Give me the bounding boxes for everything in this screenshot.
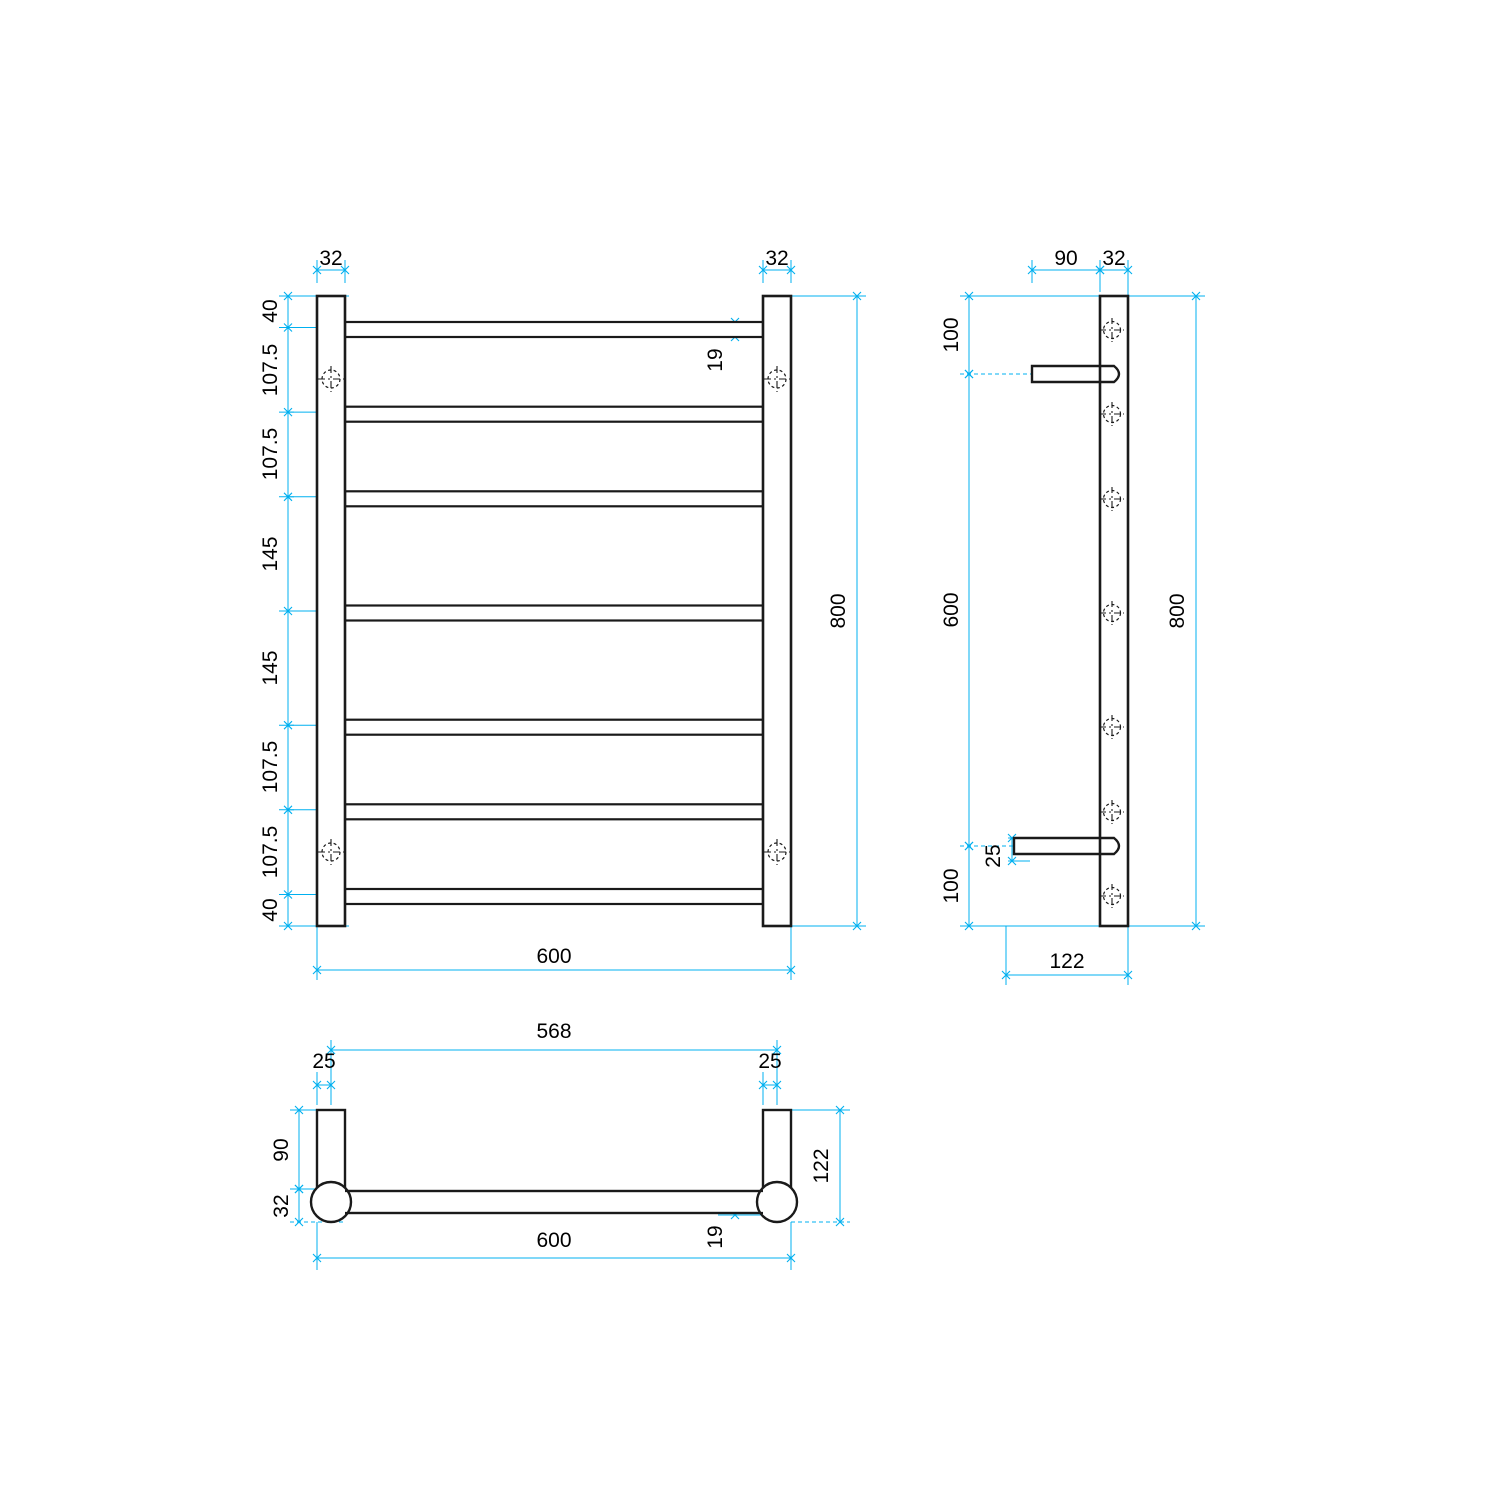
- front-dim-40-bottom: 40: [259, 898, 282, 921]
- front-dim-19: 19: [704, 348, 727, 371]
- side-dim-90: 90: [1054, 247, 1077, 270]
- mount-hole-bottom-right: [764, 839, 790, 865]
- plan-dim-600: 600: [536, 1229, 571, 1252]
- front-dim-32-right: 32: [765, 247, 788, 270]
- rail-4: [343, 604, 765, 622]
- side-elevation-view: 90 32 100 600 25 100 800 122: [940, 247, 1205, 985]
- side-dim-600: 600: [940, 592, 963, 627]
- rail-6: [343, 803, 765, 821]
- mount-hole-top-left: [318, 366, 344, 392]
- side-post: [1098, 294, 1130, 928]
- plan-dimension-text: 568 25 25 90 32 19 122 600: [270, 1020, 833, 1252]
- side-hole-4: [1100, 601, 1124, 625]
- mount-hole-top-right: [764, 366, 790, 392]
- front-mount-holes: [318, 366, 790, 865]
- rail-5: [343, 718, 765, 736]
- front-dim-40-top: 40: [259, 299, 282, 322]
- plan-dim-122: 122: [810, 1148, 833, 1183]
- side-dim-32: 32: [1102, 247, 1125, 270]
- front-elevation-view: 32 32 40 107.5 107.5 145 145 107.5 107.5…: [259, 247, 866, 980]
- side-dim-800: 800: [1166, 593, 1189, 628]
- side-dim-25: 25: [982, 844, 1005, 867]
- side-dim-100-top: 100: [940, 317, 963, 352]
- front-rail-group: [343, 320, 765, 906]
- plan-dim-90: 90: [270, 1138, 293, 1161]
- front-dim-145-a: 145: [259, 536, 282, 571]
- side-bracket-bottom: [1012, 836, 1121, 856]
- plan-post-circle-right: [755, 1180, 799, 1224]
- side-hole-3: [1100, 487, 1124, 511]
- plan-view: 568 25 25 90 32 19 122 600: [270, 1020, 850, 1270]
- front-post-left: [315, 294, 347, 928]
- side-hole-6: [1100, 800, 1124, 824]
- side-dim-122: 122: [1049, 950, 1084, 973]
- plan-rail: [329, 1189, 779, 1215]
- mount-hole-bottom-left: [318, 839, 344, 865]
- plan-dim-19: 19: [704, 1225, 727, 1248]
- rail-2: [343, 405, 765, 423]
- front-dim-1075-a: 107.5: [259, 344, 282, 397]
- front-dim-145-b: 145: [259, 650, 282, 685]
- front-dim-800: 800: [827, 593, 850, 628]
- rail-1: [343, 320, 765, 339]
- side-hole-1: [1100, 318, 1124, 342]
- side-hole-5: [1100, 715, 1124, 739]
- front-dim-1075-d: 107.5: [259, 826, 282, 879]
- rail-7: [343, 887, 765, 906]
- front-dim-32-left: 32: [319, 247, 342, 270]
- plan-dim-568: 568: [536, 1020, 571, 1043]
- side-hole-2: [1100, 402, 1124, 426]
- side-hole-7: [1100, 884, 1124, 908]
- front-dim-600: 600: [536, 945, 571, 968]
- front-post-right: [761, 294, 793, 928]
- front-dimension-text: 32 32 40 107.5 107.5 145 145 107.5 107.5…: [259, 247, 850, 968]
- front-dim-1075-c: 107.5: [259, 741, 282, 794]
- front-dim-1075-b: 107.5: [259, 428, 282, 481]
- side-dimension-lines: [960, 260, 1205, 985]
- rail-3: [343, 490, 765, 508]
- plan-dim-25-left: 25: [312, 1050, 335, 1073]
- side-bracket-top: [1030, 364, 1121, 384]
- side-rail-holes: [1100, 318, 1124, 908]
- side-dim-100-bottom: 100: [940, 868, 963, 903]
- side-dimension-text: 90 32 100 600 25 100 800 122: [940, 247, 1189, 973]
- plan-dim-25-right: 25: [758, 1050, 781, 1073]
- plan-post-circle-left: [309, 1180, 353, 1224]
- plan-dim-32: 32: [270, 1194, 293, 1217]
